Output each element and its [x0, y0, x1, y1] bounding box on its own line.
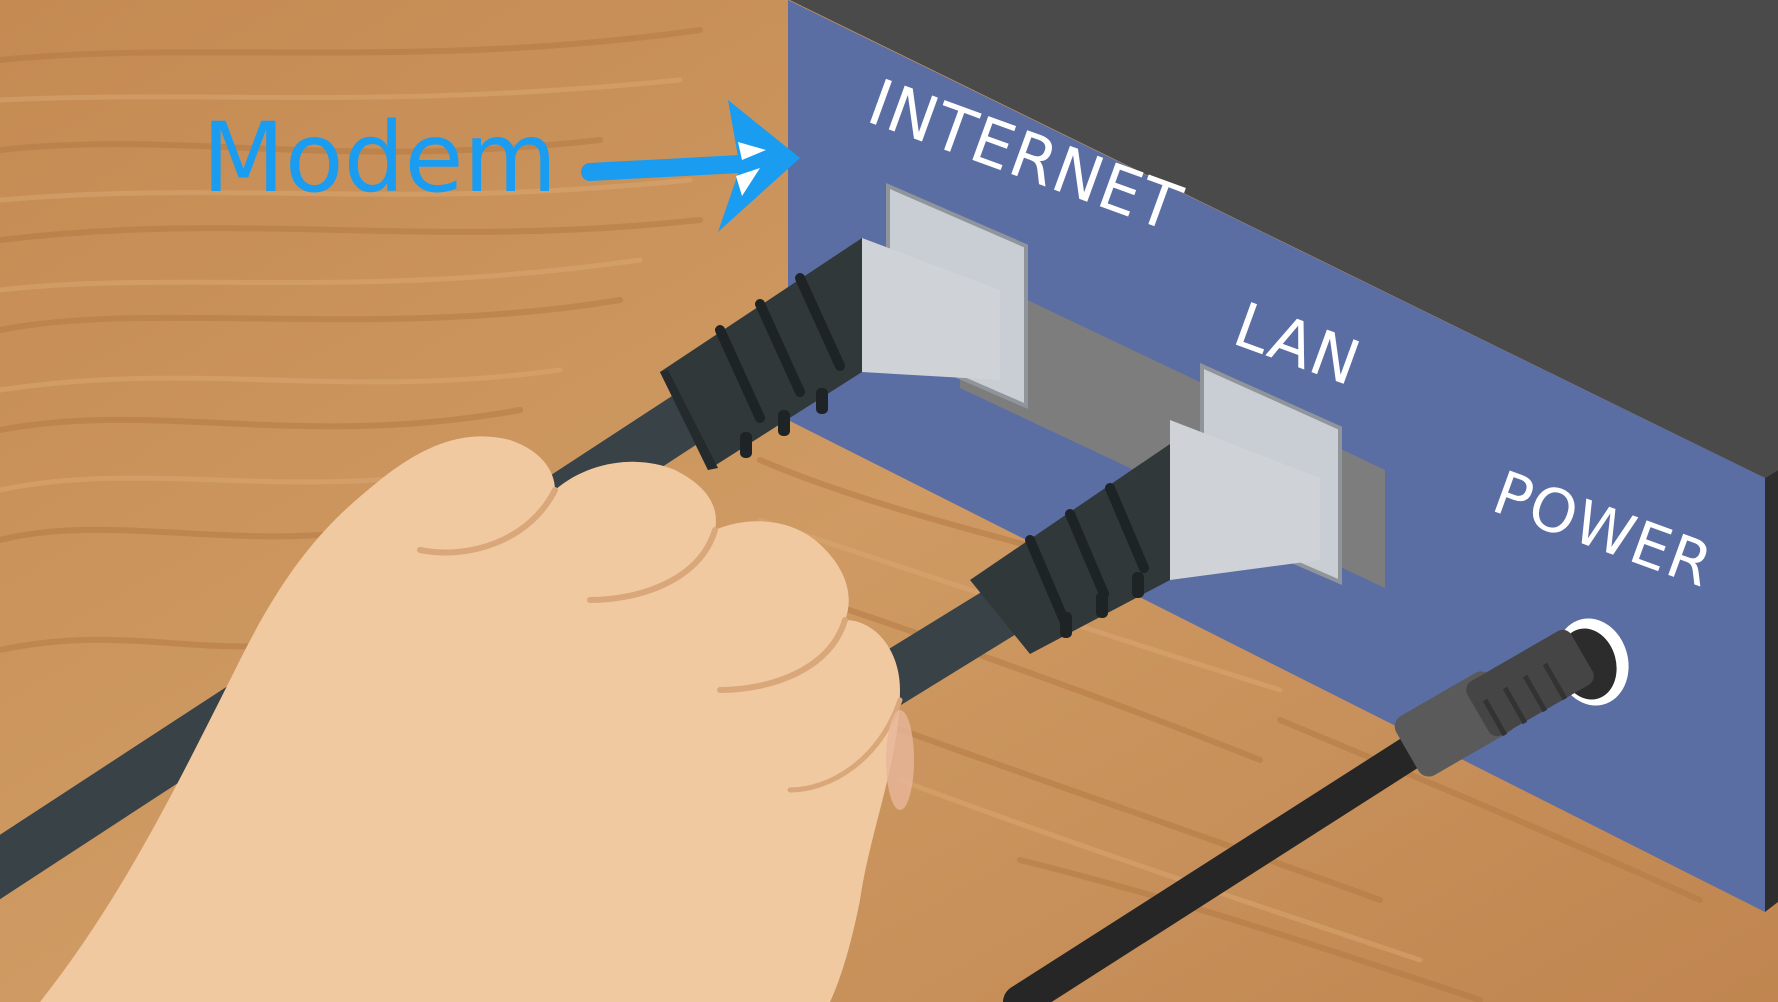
modem-callout-label: Modem	[202, 102, 558, 214]
hand	[40, 436, 914, 1002]
power-cable	[1003, 629, 1594, 1002]
arrow-right-icon	[581, 100, 800, 232]
